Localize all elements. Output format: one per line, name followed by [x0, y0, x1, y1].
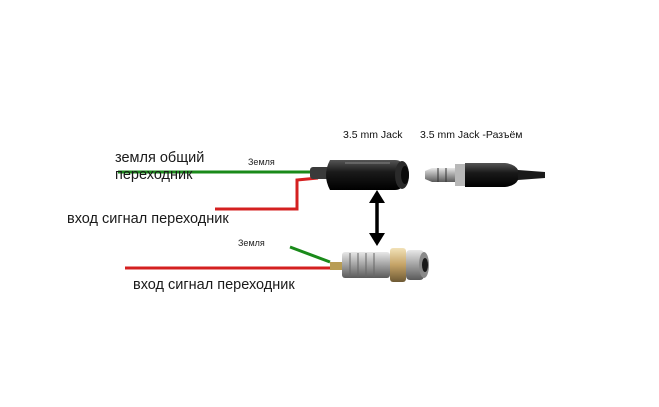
ground-label-top: Земля [248, 157, 275, 167]
panel-jack [330, 248, 429, 282]
signal-in-label-top: вход сигнал переходник [67, 211, 229, 227]
ground-wire-bottom [289, 245, 331, 264]
signal-wire-top [215, 176, 319, 211]
connection-arrow [369, 190, 385, 246]
ground-common-label-2: переходник [115, 167, 193, 183]
jack-socket-cable [310, 160, 409, 190]
ground-label-bottom: Земля [238, 238, 265, 248]
jack-plug-cable [425, 163, 545, 187]
ground-common-label-1: земля общий [115, 150, 205, 166]
signal-in-label-bottom: вход сигнал переходник [133, 277, 295, 293]
plug-label: 3.5 mm Jack -Разъём [420, 129, 523, 141]
socket-label: 3.5 mm Jack [343, 129, 403, 141]
